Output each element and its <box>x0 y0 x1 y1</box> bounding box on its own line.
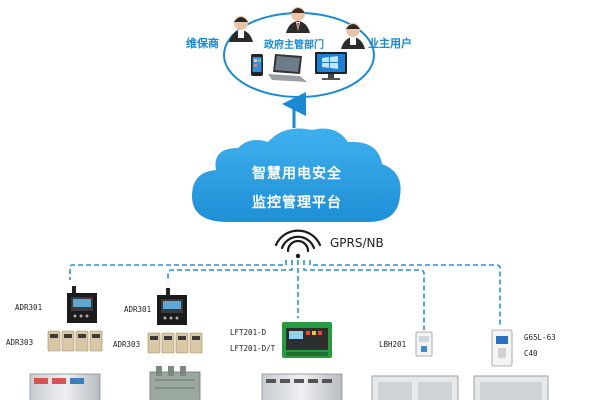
adr301-label-a: ADR301 <box>15 303 43 312</box>
lft201dt-label: LFT201-D/T <box>230 344 276 353</box>
network-dashed-lines <box>69 260 501 330</box>
platform-title-line1: 智慧用电安全 <box>252 166 342 182</box>
adr301-module-b <box>157 288 187 325</box>
lft201d-label: LFT201-D <box>230 328 267 337</box>
distribution-box-1 <box>371 375 459 400</box>
distribution-box-2 <box>473 375 549 400</box>
adr303-label-b: ADR303 <box>113 340 141 349</box>
adr301-module-a <box>67 286 97 323</box>
smartphone-icon <box>251 54 263 76</box>
platform-title-line2: 监控管理平台 <box>252 195 342 211</box>
adr303-label-a: ADR303 <box>6 338 34 347</box>
adr303-modules-a <box>47 330 103 352</box>
adr301-label-b: ADR301 <box>124 305 152 314</box>
adr303-modules-b <box>147 332 203 354</box>
wireless-signal-icon <box>274 229 322 259</box>
owner-label: 业主用户 <box>368 37 412 50</box>
owner-person-icon <box>341 23 365 49</box>
c40-label: C40 <box>524 349 538 358</box>
lft201-module <box>282 322 332 358</box>
laptop-icon <box>268 54 307 82</box>
government-person-icon <box>286 7 310 33</box>
transformer-unit <box>149 366 201 400</box>
g65l-label: G65L-63 <box>524 333 556 342</box>
government-label: 政府主管部门 <box>264 40 324 51</box>
maintainer-person-icon <box>229 16 253 42</box>
maintainer-label: 维保商 <box>186 37 219 50</box>
network-label: GPRS/NB <box>330 236 384 250</box>
switchgear-cabinet-1 <box>29 373 101 400</box>
g65l-breaker <box>491 329 513 367</box>
lbh201-module <box>415 331 433 357</box>
desktop-monitor-icon <box>315 52 347 80</box>
switchgear-cabinet-2 <box>261 373 343 400</box>
lbh201-label: LBH201 <box>379 340 407 349</box>
platform-cloud-shape <box>192 128 401 222</box>
